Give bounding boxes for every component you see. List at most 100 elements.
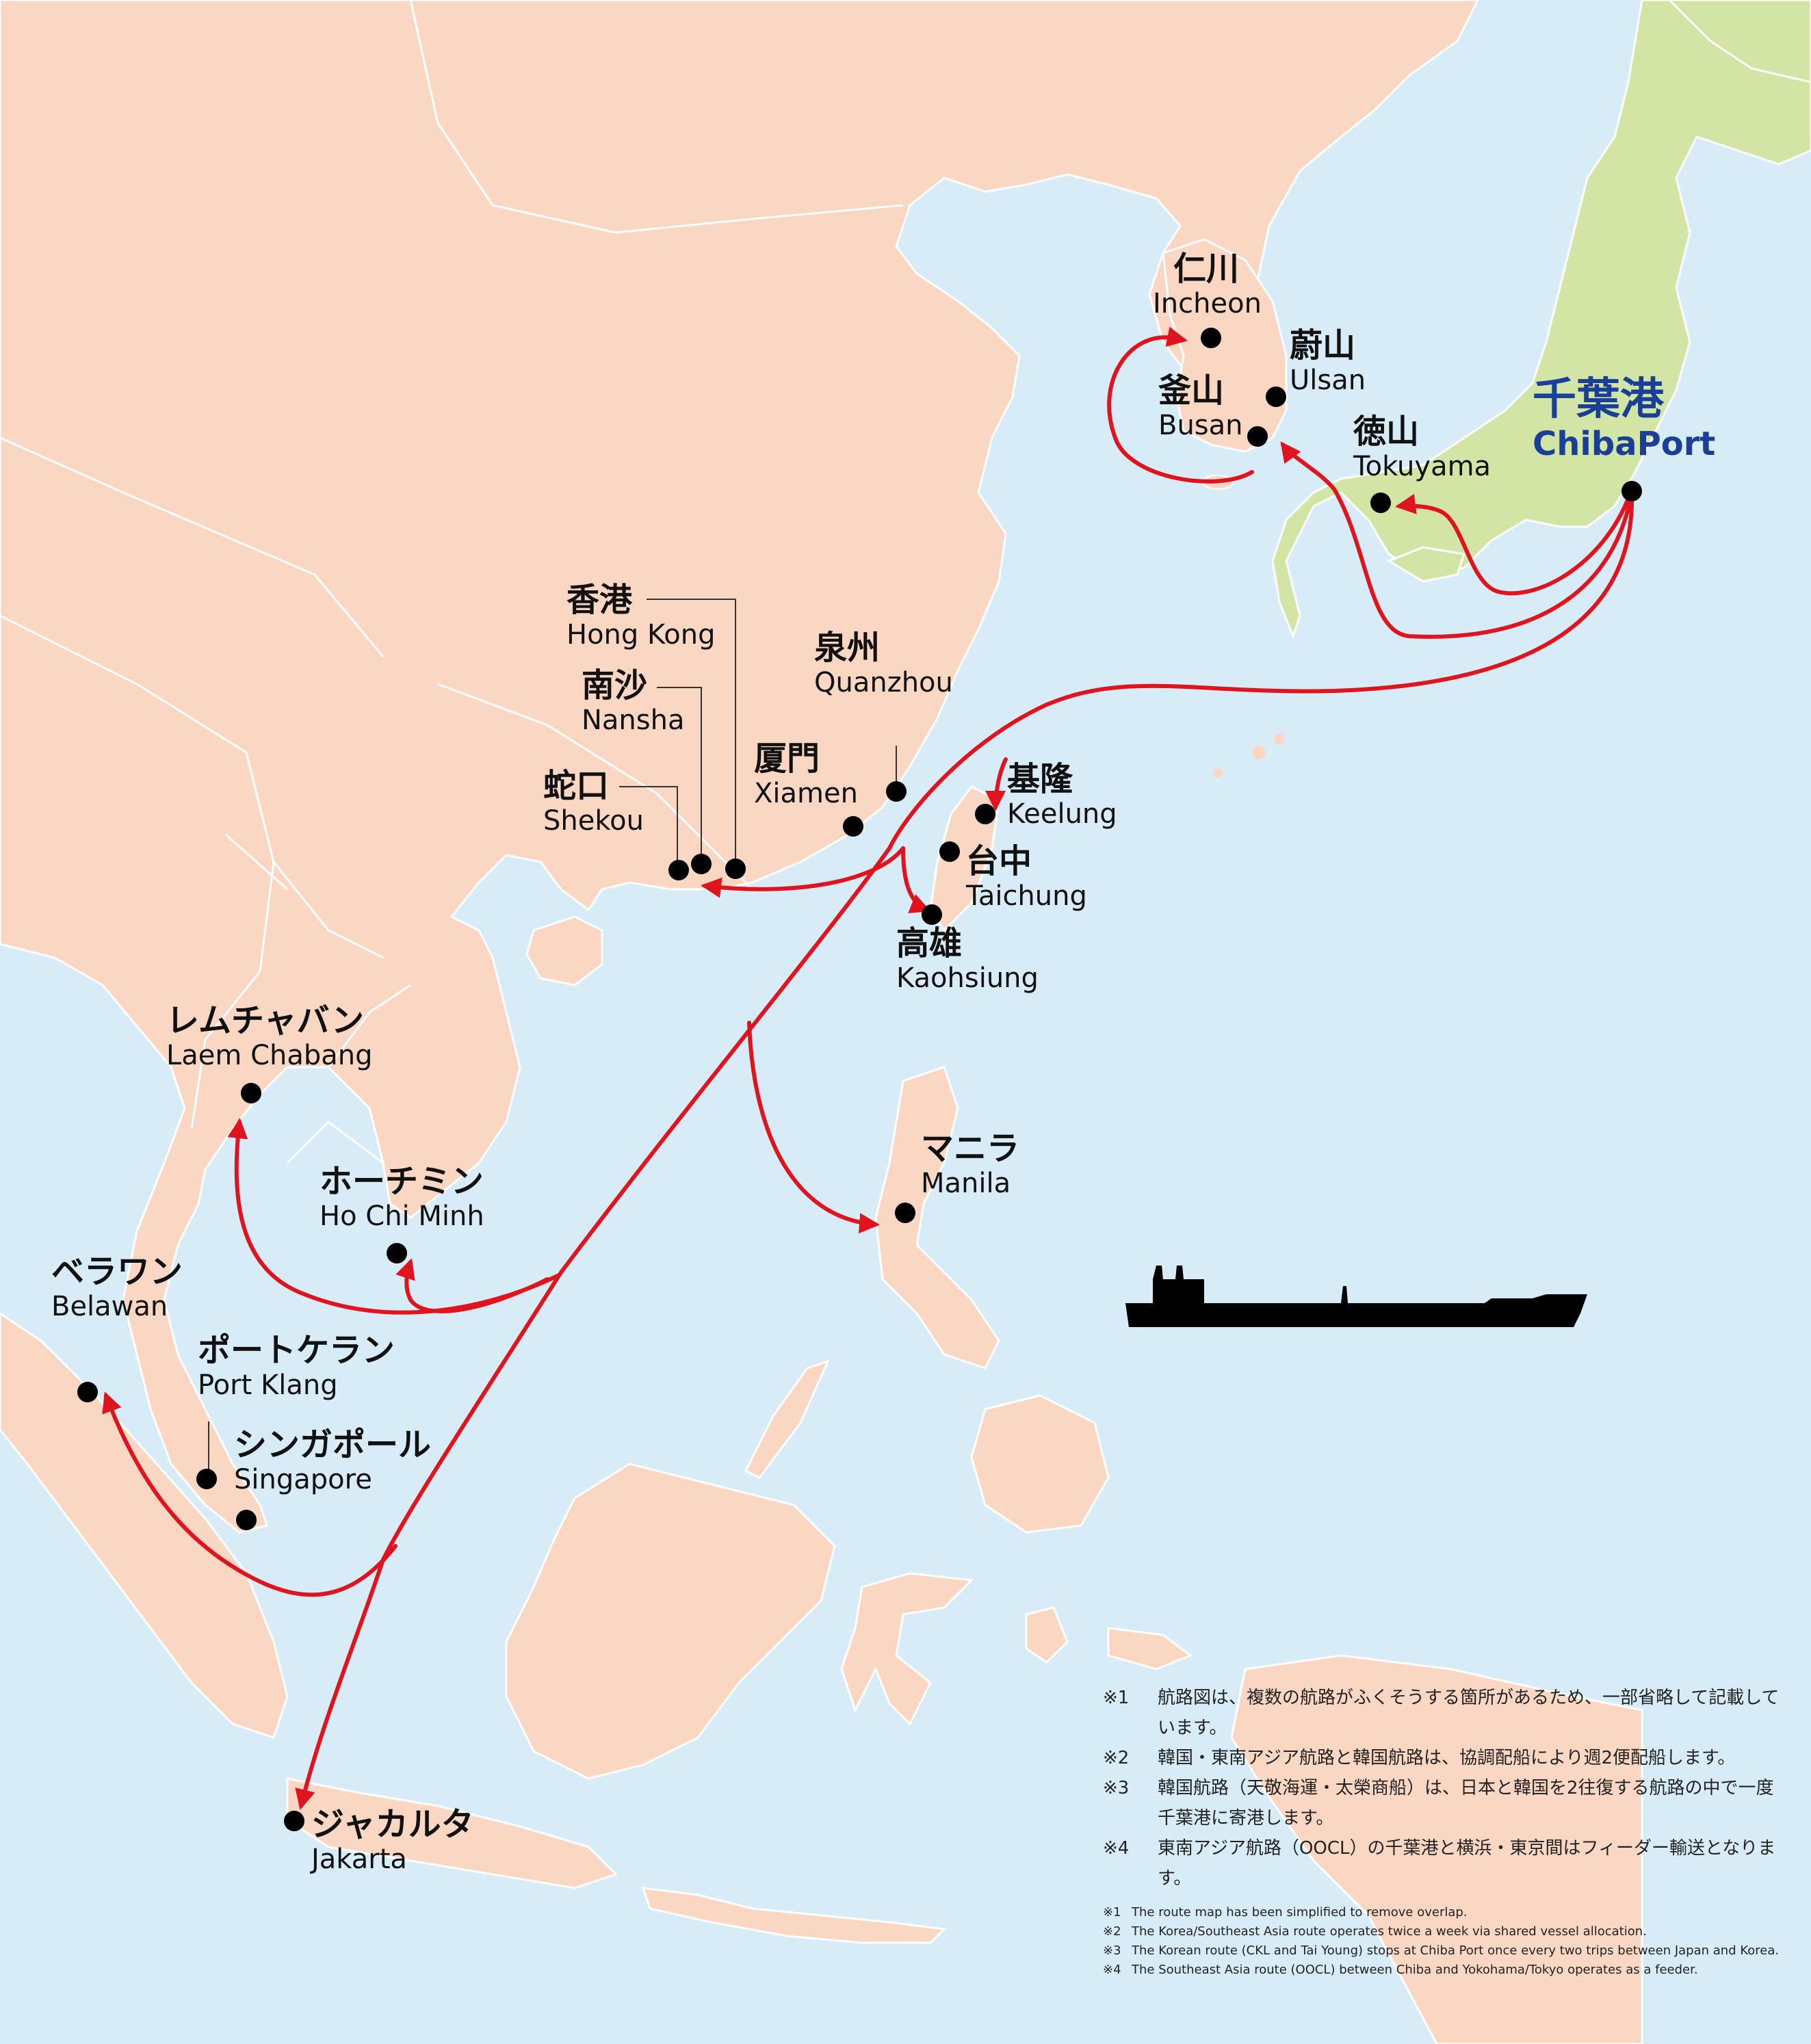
port-name-en: Ho Chi Minh xyxy=(320,1201,484,1233)
port-name-en: Manila xyxy=(921,1168,1011,1200)
port-label-quanzhou: 泉州 Quanzhou xyxy=(814,629,953,698)
port-name-en: Laem Chabang xyxy=(166,1040,373,1072)
port-name-en: ChibaPort xyxy=(1533,424,1716,463)
palawan xyxy=(744,1359,830,1479)
port-dot-shekou[interactable] xyxy=(668,860,689,880)
port-dot-taichung[interactable] xyxy=(939,841,960,862)
port-name-jp: レムチャバン xyxy=(166,1001,364,1040)
route-kaohsiung xyxy=(901,846,931,913)
port-name-en: Kaohsiung xyxy=(896,962,1039,995)
hokkaido xyxy=(1667,0,1811,83)
port-label-incheon: 仁川 Incheon xyxy=(1153,250,1262,319)
port-dot-singapore[interactable] xyxy=(236,1510,257,1530)
port-dot-busan[interactable] xyxy=(1247,426,1268,447)
ryukyu-island xyxy=(1274,733,1285,744)
port-dot-quanzhou[interactable] xyxy=(886,781,907,802)
leader-shekou xyxy=(619,786,678,869)
note-en: ※2 The Korea/Southeast Asia route operat… xyxy=(1103,1922,1787,1941)
note-mark: ※3 xyxy=(1103,1778,1130,1798)
port-name-jp: 香港 xyxy=(566,581,633,619)
route-belawan xyxy=(102,1391,398,1597)
port-name-en: Port Klang xyxy=(198,1370,338,1402)
ryukyu-island xyxy=(1252,746,1266,759)
port-label-kaohsiung: 高雄 Kaohsiung xyxy=(896,924,1039,995)
route-keelung xyxy=(985,757,1008,811)
note-mark: ※1 xyxy=(1103,1905,1121,1919)
port-label-keelung: 基隆 Keelung xyxy=(1007,760,1117,830)
route-laemchabang xyxy=(227,1118,560,1315)
port-dot-xiamen[interactable] xyxy=(843,816,863,837)
port-dot-manila[interactable] xyxy=(895,1203,915,1223)
port-dot-belawan[interactable] xyxy=(77,1382,98,1402)
port-label-busan: 釜山 Busan xyxy=(1158,371,1243,441)
port-label-shekou: 蛇口 Shekou xyxy=(543,767,644,837)
port-name-jp: 蔚山 xyxy=(1290,326,1356,365)
note-mark: ※4 xyxy=(1103,1963,1121,1977)
port-dot-portklang[interactable] xyxy=(196,1469,217,1489)
leader-hongkong xyxy=(647,599,736,865)
port-name-jp: マニラ xyxy=(921,1129,1020,1168)
note-text: The Southeast Asia route (OOCL) between … xyxy=(1132,1963,1698,1977)
philippines xyxy=(874,1066,1000,1370)
port-dot-hochiminh[interactable] xyxy=(387,1243,407,1263)
port-dot-laemchabang[interactable] xyxy=(241,1083,261,1103)
port-label-belawan: ベラワン Belawan xyxy=(51,1253,183,1322)
port-dot-hongkong[interactable] xyxy=(725,859,746,879)
port-dot-kaohsiung[interactable] xyxy=(922,904,942,925)
country-border xyxy=(0,0,904,1164)
port-name-en: Singapore xyxy=(234,1464,372,1496)
note-text: The route map has been simplified to rem… xyxy=(1132,1905,1468,1919)
port-dot-jakarta[interactable] xyxy=(284,1811,304,1831)
leader-nansha xyxy=(657,687,702,862)
port-name-en: Shekou xyxy=(543,805,644,837)
port-name-en: Taichung xyxy=(966,880,1087,913)
note-text: 韓国航路（天敬海運・太榮商船）は、日本と韓国を2往復する航路の中で一度千葉港に寄… xyxy=(1158,1778,1774,1829)
port-name-jp: ホーチミン xyxy=(320,1162,484,1201)
note-mark: ※2 xyxy=(1103,1924,1121,1939)
note-en: ※1 The route map has been simplified to … xyxy=(1103,1903,1787,1922)
footnotes: ※1 航路図は、複数の航路がふくそうする箇所があるため、一部省略して記載していま… xyxy=(1103,1683,1787,1980)
port-name-jp: 南沙 xyxy=(582,666,648,705)
route-chiba-south xyxy=(381,490,1634,1562)
mindanao xyxy=(970,1394,1110,1534)
port-dot-incheon[interactable] xyxy=(1201,328,1221,348)
port-name-jp: 千葉港 xyxy=(1533,374,1664,425)
port-name-en: Incheon xyxy=(1153,288,1262,320)
port-dots xyxy=(77,328,1642,1831)
maluku xyxy=(1025,1606,1193,1670)
port-dot-chiba[interactable] xyxy=(1621,481,1642,501)
port-label-xiamen: 厦門 Xiamen xyxy=(754,739,858,809)
port-label-taichung: 台中 Taichung xyxy=(966,842,1087,913)
port-label-laemchabang: レムチャバン Laem Chabang xyxy=(166,1001,373,1072)
port-dot-nansha[interactable] xyxy=(691,854,712,874)
note-mark: ※2 xyxy=(1103,1748,1130,1768)
note-text: 東南アジア航路（OOCL）の千葉港と横浜・東京間はフィーダー輸送となります。 xyxy=(1158,1838,1776,1889)
port-name-en: Nansha xyxy=(582,705,685,737)
hainan-island xyxy=(525,915,603,986)
sulawesi xyxy=(840,1572,974,1726)
port-label-jakarta: ジャカルタ Jakarta xyxy=(311,1805,474,1875)
borneo xyxy=(505,1463,836,1780)
note-jp: ※2 韓国・東南アジア航路と韓国航路は、協調配船により週2便配船します。 xyxy=(1103,1743,1787,1773)
port-name-en: Hong Kong xyxy=(566,619,716,651)
port-label-chiba: 千葉港 ChibaPort xyxy=(1533,374,1716,463)
port-label-hongkong: 香港 Hong Kong xyxy=(566,581,715,651)
port-dot-keelung[interactable] xyxy=(975,804,995,824)
port-name-jp: 基隆 xyxy=(1007,760,1073,798)
note-en: ※3 The Korean route (CKL and Tai Young) … xyxy=(1103,1941,1787,1961)
port-name-en: Belawan xyxy=(51,1291,168,1323)
notes-en: ※1 The route map has been simplified to … xyxy=(1103,1903,1787,1980)
port-label-manila: マニラ Manila xyxy=(921,1129,1020,1200)
port-name-jp: 高雄 xyxy=(896,924,963,962)
route-korea-loop xyxy=(1107,326,1254,484)
port-name-en: Ulsan xyxy=(1290,365,1366,397)
routes xyxy=(102,326,1634,1810)
shikoku xyxy=(1386,546,1465,583)
port-dot-ulsan[interactable] xyxy=(1266,386,1286,407)
port-name-jp: ジャカルタ xyxy=(311,1805,474,1844)
note-mark: ※3 xyxy=(1103,1943,1121,1958)
note-text: 航路図は、複数の航路がふくそうする箇所があるため、一部省略して記載しています。 xyxy=(1158,1688,1780,1738)
port-dot-tokuyama[interactable] xyxy=(1370,493,1391,513)
